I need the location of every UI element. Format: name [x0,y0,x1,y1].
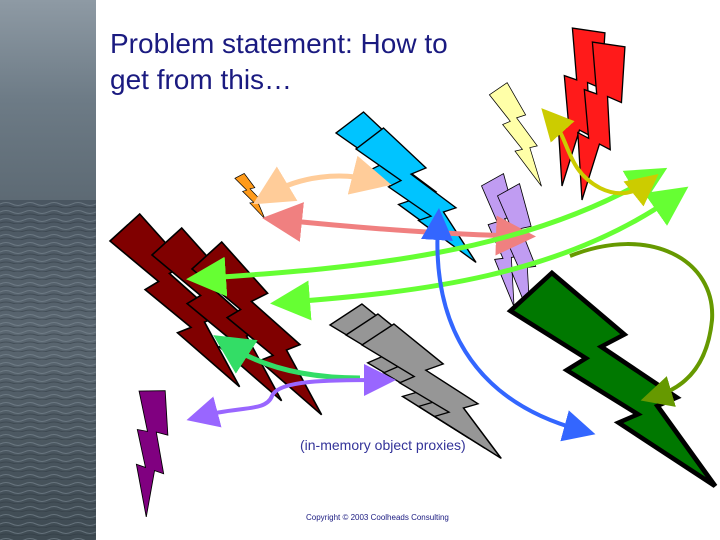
slide-title-line-1: Problem statement: How to [110,28,448,59]
curved-arrow-icon-lightgreen-lower [270,186,689,321]
slide-title: Problem statement: How to get from this… [110,26,530,98]
curved-arrow-icon-blue [421,208,596,442]
copyright-notice: Copyright © 2003 Coolheads Consulting [306,513,449,522]
lightning-bolt-icon-orange [228,171,273,220]
curved-arrow-icon-yellowgreen [541,108,659,207]
curved-arrow-icon-peach [252,155,392,205]
curved-arrow-icon-olive [569,242,715,407]
slide-title-line-2: get from this… [110,64,293,95]
proxies-caption: (in-memory object proxies) [300,437,466,453]
lightning-bolt-icon-lightyellow [474,79,559,187]
sea-photo-strip [0,0,96,540]
curved-arrow-icon-pink [262,202,536,256]
curved-arrow-icon-violet [186,364,396,428]
lightning-bolt-icon-cyan [335,111,477,264]
lightning-bolt-icon-purple [79,377,217,518]
